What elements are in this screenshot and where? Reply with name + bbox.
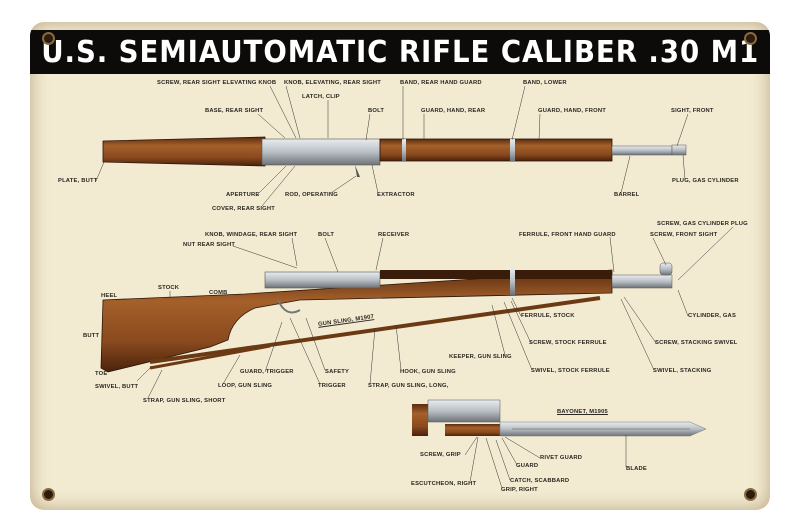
label-strap-gun-sling-long: STRAP, GUN SLING, LONG,	[368, 383, 449, 389]
label-toe: TOE	[95, 371, 108, 377]
label-sight-front: SIGHT, FRONT	[671, 108, 714, 114]
label-swivel-stock-ferrule: SWIVEL, STOCK FERRULE	[531, 368, 610, 374]
label-guard-bayonet: GUARD	[516, 463, 539, 469]
label-aperture: APERTURE	[226, 192, 260, 198]
label-bolt: BOLT	[368, 108, 385, 114]
label-plate-butt: PLATE, BUTT	[58, 178, 98, 184]
label-nut-rear-sight: NUT REAR SIGHT	[183, 242, 236, 248]
label-cover-rear-sight: COVER, REAR SIGHT	[212, 206, 275, 212]
label-knob-elevating-rear-sight: KNOB, ELEVATING, REAR SIGHT	[284, 80, 381, 86]
label-screw-gas-cylinder-plug: SCREW, GAS CYLINDER PLUG	[657, 221, 748, 227]
label-receiver: RECEIVER	[378, 232, 410, 238]
rivet-bottom-left	[44, 490, 53, 499]
label-extractor: EXTRACTOR	[377, 192, 415, 198]
side-view-rifle	[100, 262, 673, 373]
label-barrel: BARREL	[614, 192, 640, 198]
label-heel: HEEL	[101, 293, 118, 299]
label-screw-front-sight: SCREW, FRONT SIGHT	[650, 232, 718, 238]
label-screw-stacking-swivel: SCREW, STACKING SWIVEL	[655, 340, 738, 346]
label-swivel-butt: SWIVEL, BUTT	[95, 384, 139, 390]
label-screw-rear-sight-elevating-knob: SCREW, REAR SIGHT ELEVATING KNOB	[157, 80, 277, 86]
label-guard-trigger: GUARD, TRIGGER	[240, 369, 294, 375]
label-screw-stock-ferrule: SCREW, STOCK FERRULE	[529, 340, 607, 346]
label-bolt-side: BOLT	[318, 232, 335, 238]
label-rivet-guard: RIVET GUARD	[540, 455, 583, 461]
rivet-top-right	[746, 34, 755, 43]
label-guard-hand-front: GUARD, HAND, FRONT	[538, 108, 607, 114]
label-stock: STOCK	[158, 285, 180, 291]
label-latch-clip: LATCH, CLIP	[302, 94, 340, 100]
title-banner: U.S. SEMIAUTOMATIC RIFLE CALIBER .30 M1	[30, 30, 770, 74]
label-grip-right: GRIP, RIGHT	[501, 487, 538, 493]
label-safety: SAFETY	[325, 369, 350, 375]
label-cylinder-gas: CYLINDER, GAS	[688, 313, 737, 319]
label-keeper-gun-sling: KEEPER, GUN SLING	[449, 354, 512, 360]
bayonet-illustration	[412, 399, 707, 437]
label-strap-gun-sling-short: STRAP, GUN SLING, SHORT	[143, 398, 226, 404]
label-plug-gas-cylinder: PLUG, GAS CYLINDER	[672, 178, 739, 184]
label-band-rear-hand-guard: BAND, REAR HAND GUARD	[400, 80, 482, 86]
label-guard-hand-rear: GUARD, HAND, REAR	[421, 108, 486, 114]
label-screw-grip: SCREW, GRIP	[420, 452, 461, 458]
label-rod-operating: ROD, OPERATING	[285, 192, 338, 198]
label-ferrule-stock: FERRULE, STOCK	[521, 313, 575, 319]
label-knob-windage: KNOB, WINDAGE, REAR SIGHT	[205, 232, 298, 238]
leader-lines	[95, 85, 734, 489]
label-blade: BLADE	[626, 466, 647, 472]
label-catch-scabbard: CATCH, SCABBARD	[510, 478, 570, 484]
rivet-bottom-right	[746, 490, 755, 499]
label-band-lower: BAND, LOWER	[523, 80, 567, 86]
rivet-top-left	[44, 34, 53, 43]
label-bayonet-m1905: BAYONET, M1905	[557, 409, 608, 415]
label-trigger: TRIGGER	[318, 383, 346, 389]
top-view-rifle	[102, 136, 687, 177]
label-escutcheon-right: ESCUTCHEON, RIGHT	[411, 481, 477, 487]
label-hook-gun-sling: HOOK, GUN SLING	[400, 369, 456, 375]
label-ferrule-front-hand-guard: FERRULE, FRONT HAND GUARD	[519, 232, 616, 238]
sign-title: U.S. SEMIAUTOMATIC RIFLE CALIBER .30 M1	[41, 34, 759, 70]
label-loop-gun-sling: LOOP, GUN SLING	[218, 383, 273, 389]
label-comb: COMB	[209, 290, 228, 296]
label-butt: BUTT	[83, 333, 100, 339]
sign-plate: U.S. SEMIAUTOMATIC RIFLE CALIBER .30 M1	[30, 22, 770, 510]
label-swivel-stacking: SWIVEL, STACKING	[653, 368, 712, 374]
label-base-rear-sight: BASE, REAR SIGHT	[205, 108, 264, 114]
